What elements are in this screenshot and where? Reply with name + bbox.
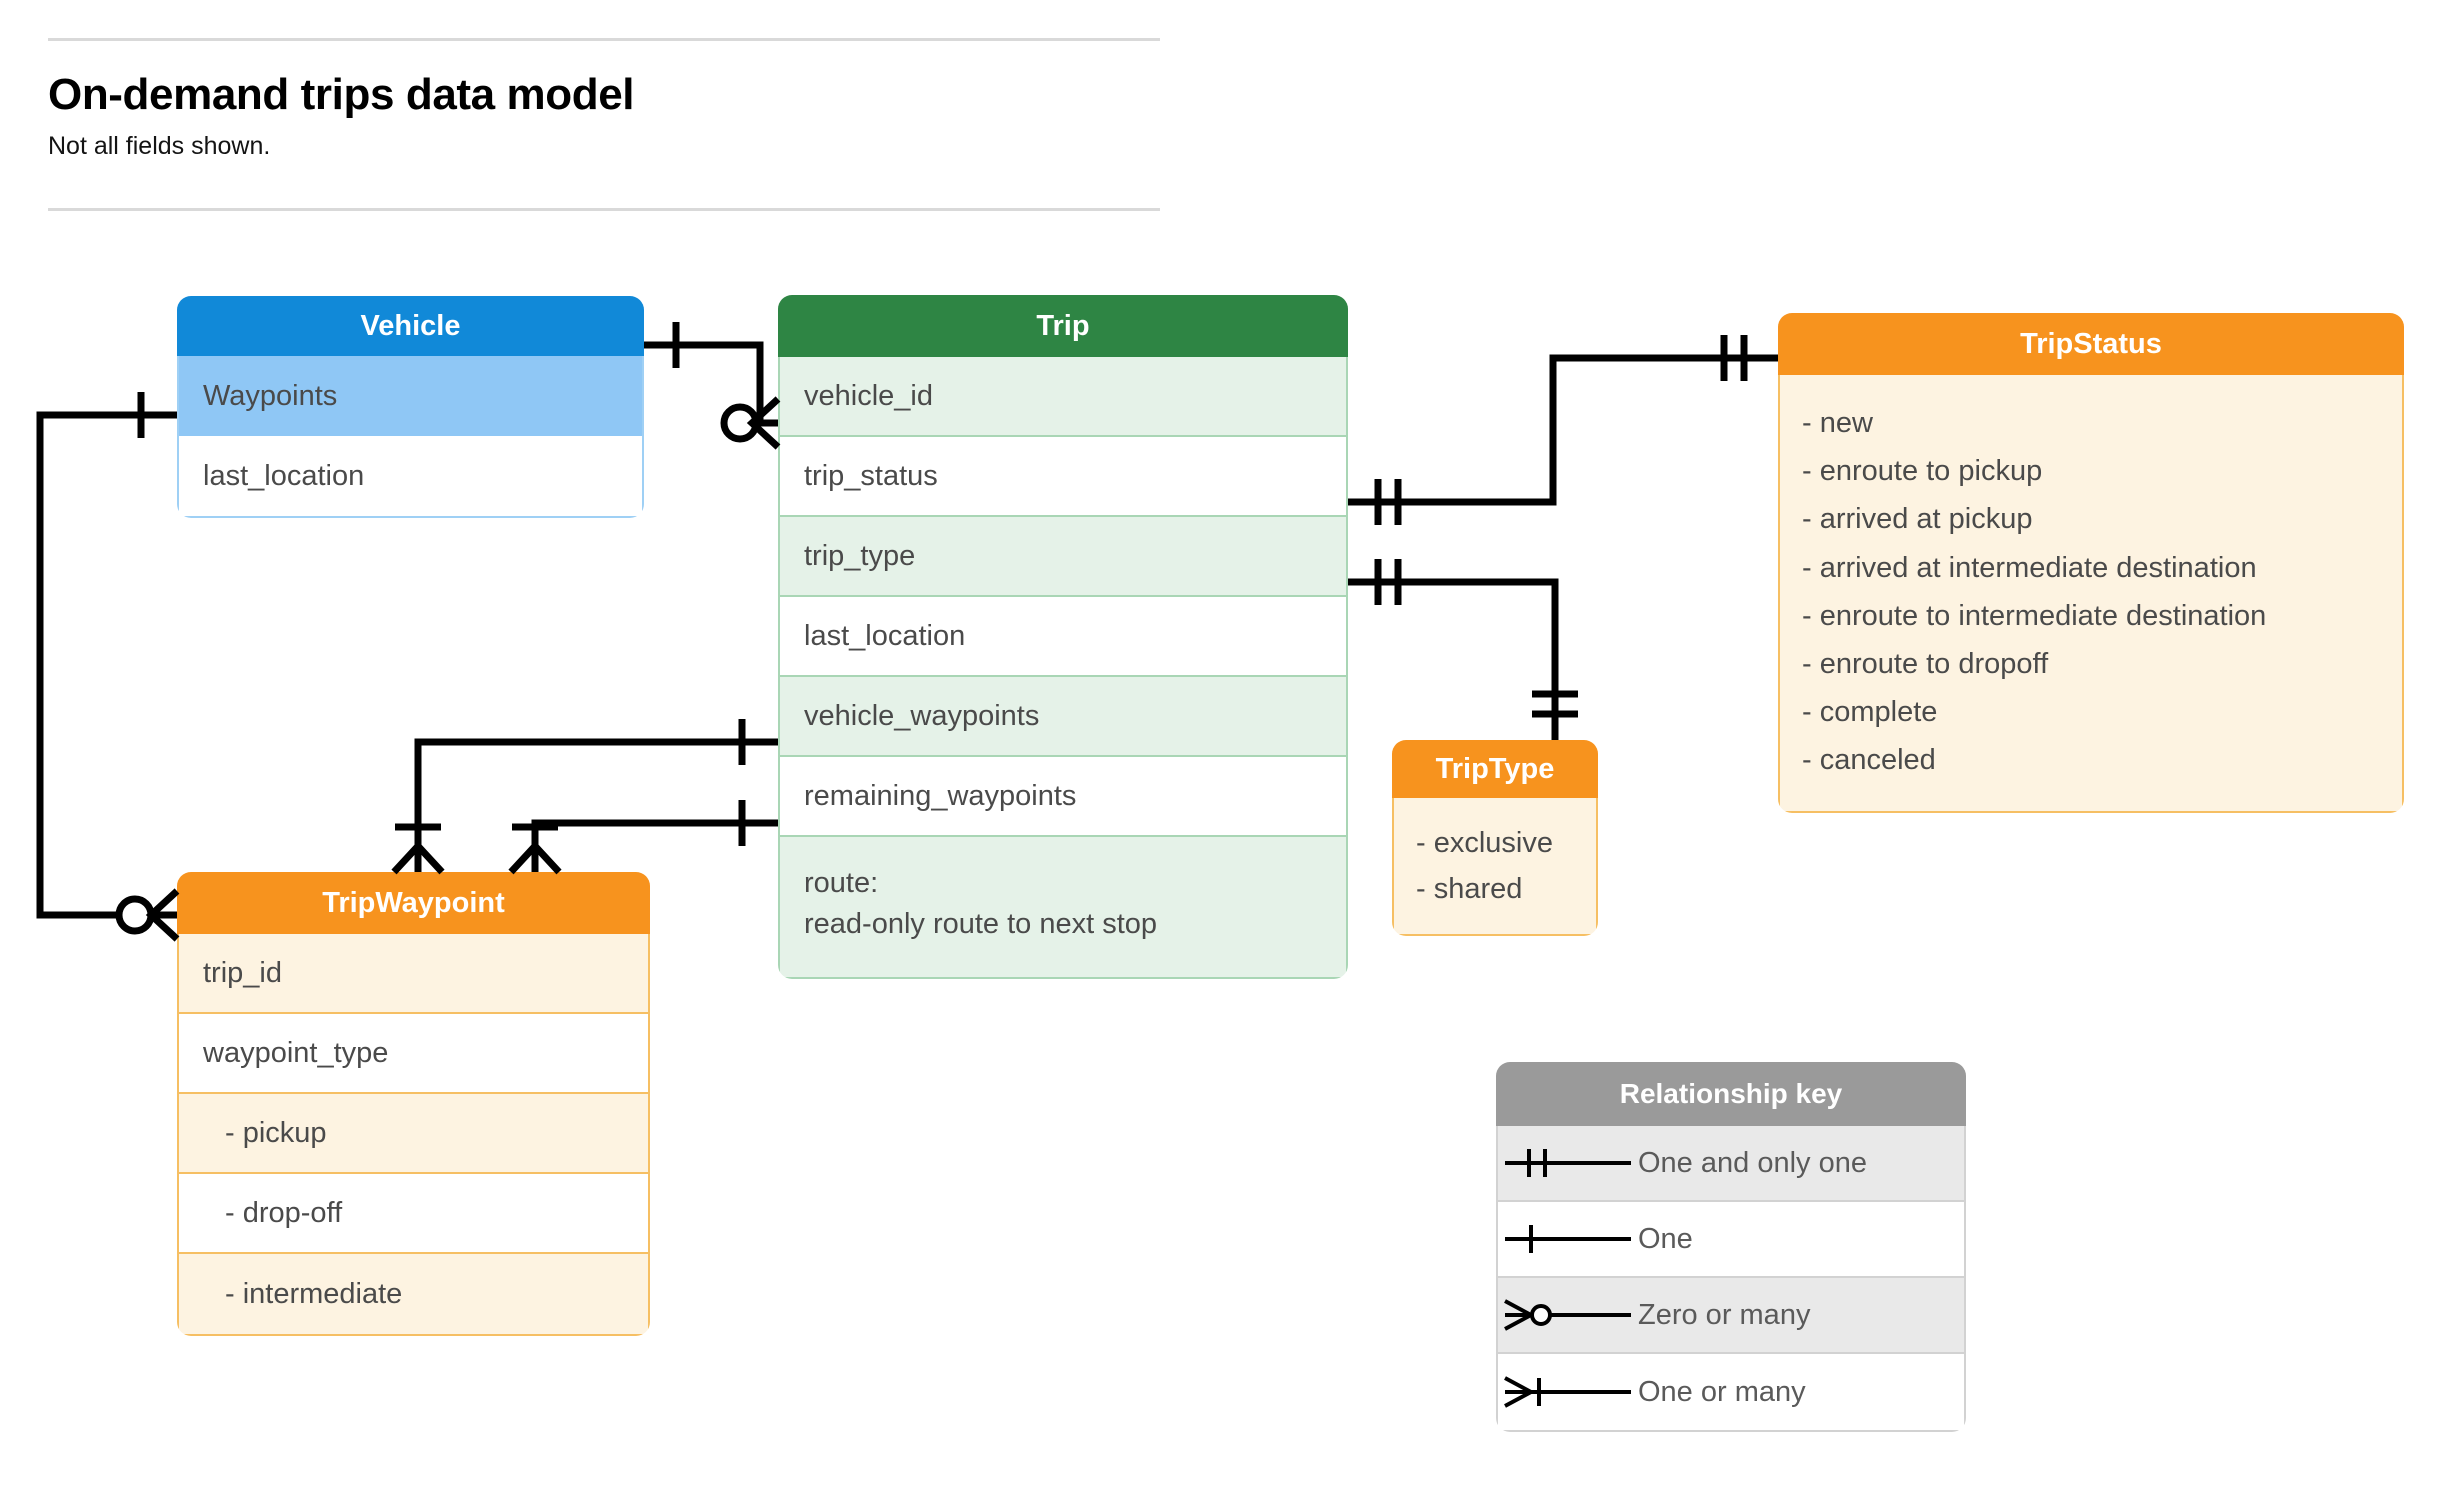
entity-vehicle[interactable]: Vehicle Waypoints last_location	[177, 296, 644, 518]
header-divider-top	[48, 38, 1160, 41]
crowsfoot-vehicle-waypoints	[145, 888, 180, 942]
field-trip-trip-type[interactable]: trip_type	[780, 517, 1346, 597]
entity-trip[interactable]: Trip vehicle_id trip_status trip_type la…	[778, 295, 1348, 979]
entity-trip-status-title: TripStatus	[1778, 313, 2404, 375]
relationship-key[interactable]: Relationship key One and only one	[1496, 1062, 1966, 1432]
enum-value: - enroute to intermediate destination	[1802, 599, 2267, 632]
enum-value-dropoff: - drop-off	[179, 1174, 648, 1254]
nub-zero-vehicle-waypoints	[115, 895, 155, 935]
enum-value: - arrived at pickup	[1802, 503, 2033, 536]
enum-value-pickup: - pickup	[179, 1094, 648, 1174]
entity-trip-waypoint[interactable]: TripWaypoint trip_id waypoint_type - pic…	[177, 872, 650, 1336]
field-trip-route[interactable]: route: read-only route to next stop	[780, 837, 1346, 977]
crowsfoot-vehiclewaypoints-tw	[391, 840, 445, 875]
entity-trip-status[interactable]: TripStatus - new - enroute to pickup - a…	[1778, 313, 2404, 813]
field-trip-trip-status[interactable]: trip_status	[780, 437, 1346, 517]
connector-trip-triptype	[1348, 578, 1559, 740]
key-label: One and only one	[1638, 1146, 1867, 1179]
one-icon	[1498, 1219, 1638, 1259]
entity-trip-status-values: - new - enroute to pickup - arrived at p…	[1778, 375, 2404, 813]
field-vehicle-waypoints[interactable]: Waypoints	[179, 356, 642, 436]
enum-value: - enroute to pickup	[1802, 455, 2043, 488]
entity-vehicle-body: Waypoints last_location	[177, 356, 644, 518]
zero-or-many-icon	[1498, 1295, 1638, 1335]
connector-trip-remainingwaypoints	[531, 819, 778, 862]
entity-trip-type[interactable]: TripType - exclusive - shared	[1392, 740, 1598, 937]
entity-trip-title: Trip	[778, 295, 1348, 357]
entity-trip-waypoint-body: trip_id waypoint_type - pickup - drop-of…	[177, 934, 650, 1336]
crowsfoot-remainingwaypoints-tw	[508, 840, 562, 875]
key-row-one-and-only-one: One and only one	[1498, 1126, 1964, 1202]
key-label: One	[1638, 1222, 1693, 1255]
enum-value: - new	[1802, 407, 1873, 439]
enum-value: - shared	[1416, 873, 1523, 906]
page-title: On-demand trips data model	[48, 70, 635, 119]
key-label: One or many	[1638, 1375, 1806, 1408]
field-trip-vehicle-id[interactable]: vehicle_id	[780, 357, 1346, 437]
field-trip-route-description: read-only route to next stop	[804, 908, 1158, 941]
entity-trip-type-values: - exclusive - shared	[1392, 798, 1598, 937]
entity-trip-type-title: TripType	[1392, 740, 1598, 798]
relationship-key-body: One and only one One	[1496, 1126, 1966, 1432]
page-subtitle: Not all fields shown.	[48, 132, 271, 160]
field-trip-last-location[interactable]: last_location	[780, 597, 1346, 677]
key-row-zero-or-many: Zero or many	[1498, 1278, 1964, 1354]
field-trip-remaining-waypoints[interactable]: remaining_waypoints	[780, 757, 1346, 837]
enum-value-intermediate: - intermediate	[179, 1254, 648, 1334]
connector-trip-tripstatus	[1348, 354, 1778, 506]
entity-trip-waypoint-title: TripWaypoint	[177, 872, 650, 934]
enum-value: - complete	[1802, 696, 1938, 729]
header-divider-bottom	[48, 208, 1160, 211]
connector-vehicle-trip	[644, 341, 764, 427]
connector-vehicle-waypoints-tripwaypoint	[36, 411, 177, 919]
key-row-one: One	[1498, 1202, 1964, 1278]
one-and-only-one-icon	[1498, 1143, 1638, 1183]
entity-vehicle-title: Vehicle	[177, 296, 644, 356]
field-vehicle-last-location[interactable]: last_location	[179, 436, 642, 516]
nub-zero-vehicle-trip	[720, 403, 760, 443]
enum-value: - enroute to dropoff	[1802, 647, 2049, 680]
relationship-key-title: Relationship key	[1496, 1062, 1966, 1126]
field-trip-vehicle-waypoints[interactable]: vehicle_waypoints	[780, 677, 1346, 757]
key-label: Zero or many	[1638, 1298, 1811, 1331]
field-tripwaypoint-waypoint-type[interactable]: waypoint_type	[179, 1014, 648, 1094]
enum-value: - arrived at intermediate destination	[1802, 551, 2257, 584]
field-tripwaypoint-trip-id[interactable]: trip_id	[179, 934, 648, 1014]
field-trip-route-label: route:	[804, 867, 879, 899]
connector-trip-vehiclewaypoints	[414, 738, 778, 862]
key-row-one-or-many: One or many	[1498, 1354, 1964, 1430]
enum-value: - canceled	[1802, 744, 1936, 777]
enum-value: - exclusive	[1416, 827, 1553, 859]
one-or-many-icon	[1498, 1372, 1638, 1412]
crowsfoot-vehicle-trip	[746, 396, 781, 450]
entity-trip-body: vehicle_id trip_status trip_type last_lo…	[778, 357, 1348, 979]
